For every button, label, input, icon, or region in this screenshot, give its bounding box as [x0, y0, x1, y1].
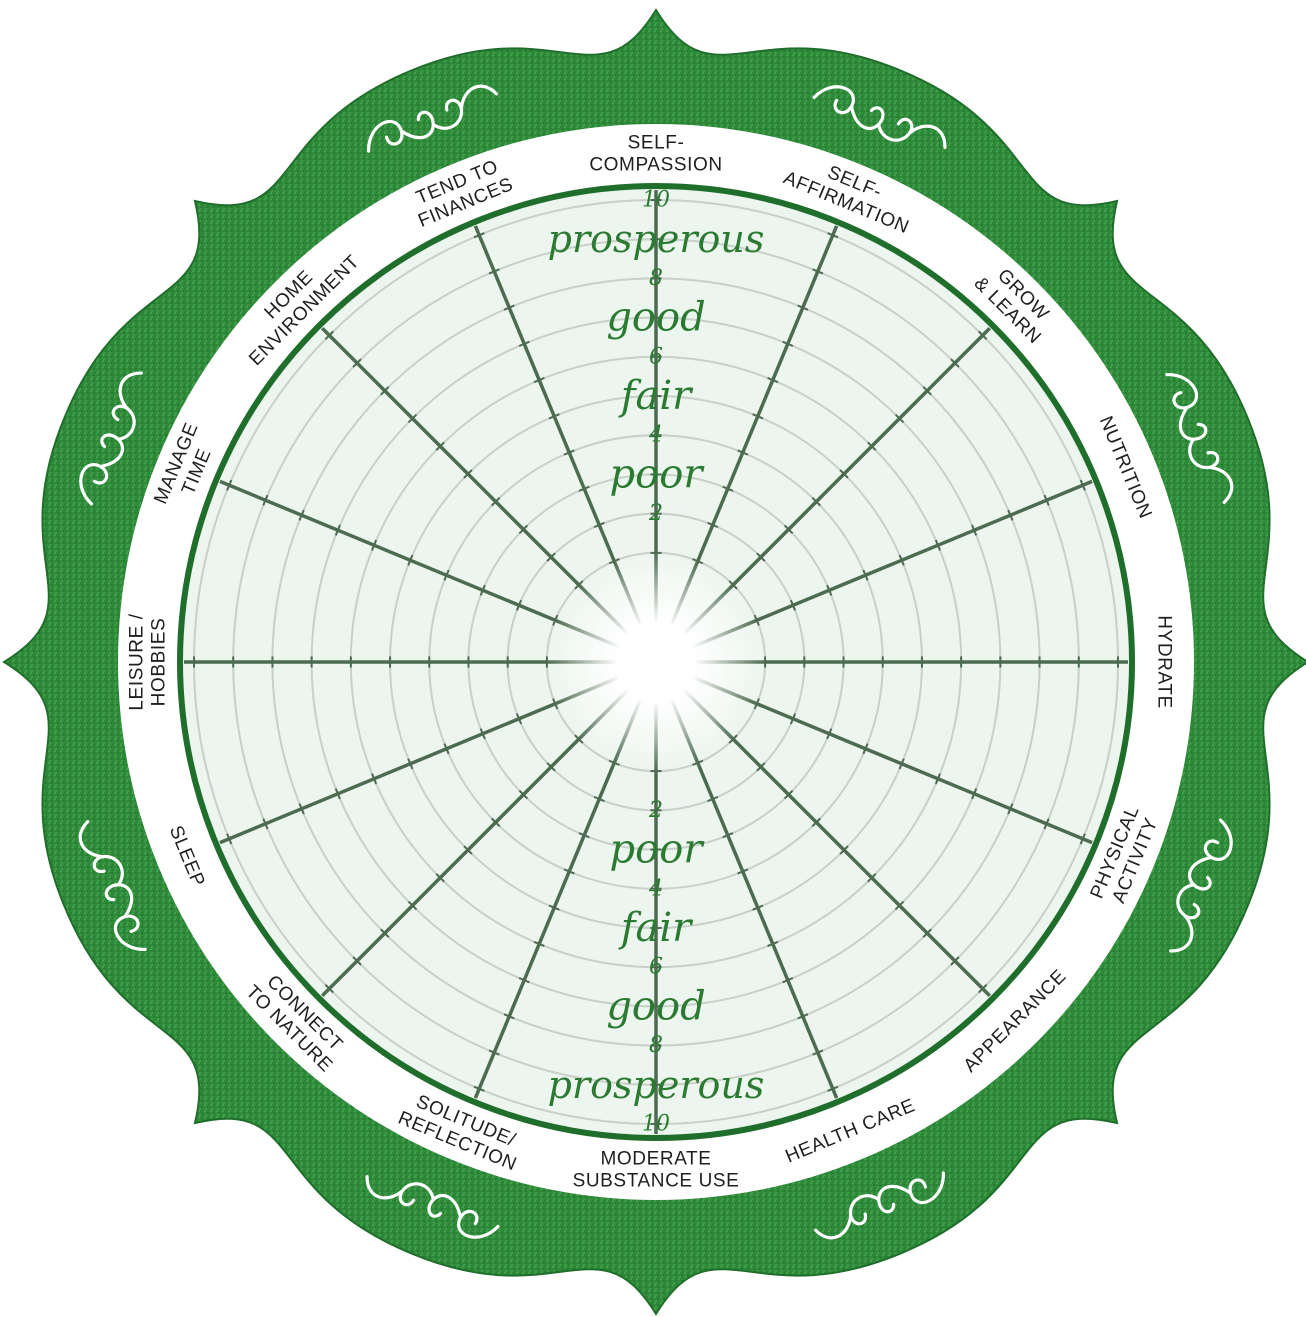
scale-word: poor	[610, 451, 706, 497]
label-line: HOBBIES	[149, 618, 170, 707]
scale-number: 2	[648, 501, 663, 526]
scale-word: good	[606, 295, 705, 341]
scale-number: 4	[648, 876, 663, 901]
scale-number: 8	[649, 266, 663, 291]
label-line: SELF-	[628, 133, 685, 154]
scale-word: prosperous	[548, 217, 765, 261]
scale-word: poor	[610, 827, 706, 873]
scale-number: 4	[648, 423, 663, 448]
scale-word: fair	[618, 373, 694, 419]
center-glow	[546, 552, 766, 772]
scale-number: 8	[649, 1033, 663, 1058]
label-line: SUBSTANCE USE	[573, 1171, 740, 1192]
scale-number: 10	[642, 188, 670, 213]
label-leisure-hobbies: LEISURE /HOBBIES	[127, 613, 170, 710]
label-line: LEISURE /	[127, 613, 148, 710]
scale-number: 6	[649, 955, 663, 980]
scale-word: good	[606, 983, 705, 1029]
label-line: HYDRATE	[1154, 615, 1175, 709]
label-line: COMPASSION	[589, 155, 722, 176]
scale-word: prosperous	[548, 1063, 765, 1107]
label-hydrate: HYDRATE	[1154, 615, 1175, 709]
scale-number: 2	[648, 798, 663, 823]
scale-number: 10	[642, 1112, 670, 1137]
scale-number: 6	[649, 344, 663, 369]
scale-word: fair	[618, 905, 694, 951]
label-line: MODERATE	[600, 1149, 711, 1170]
